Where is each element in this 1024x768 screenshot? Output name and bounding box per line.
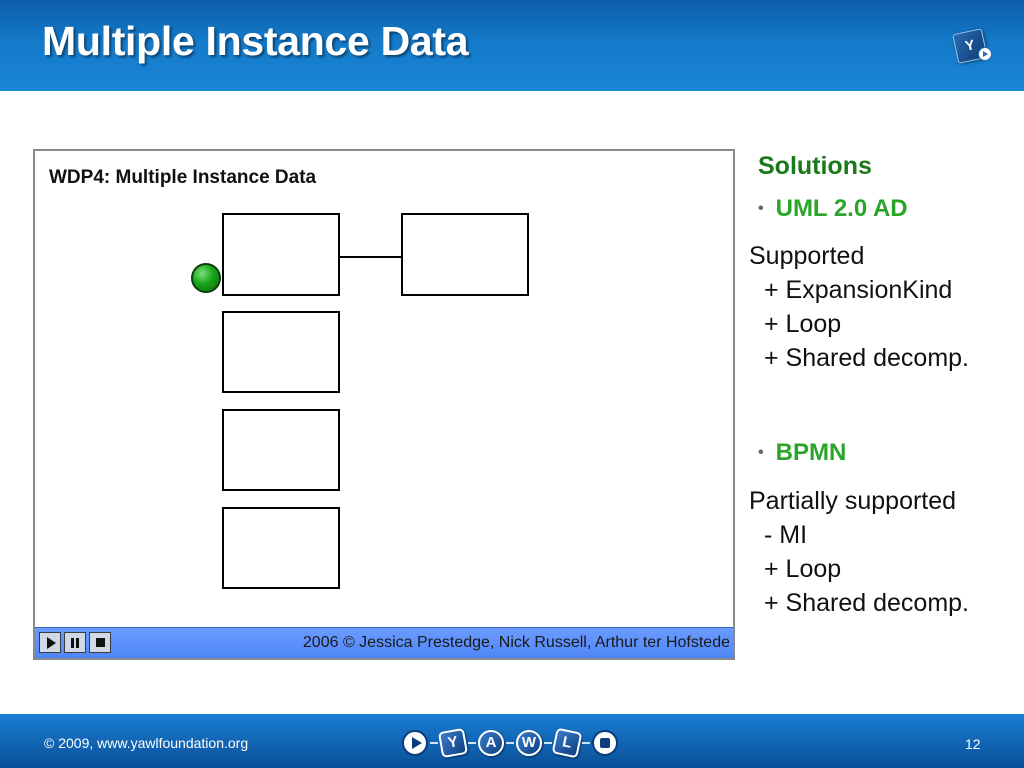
bpmn-item: + Loop	[764, 555, 842, 583]
task-connector	[340, 256, 403, 258]
nav-divider	[506, 742, 514, 744]
task-box-4	[222, 507, 340, 589]
slide-title: Multiple Instance Data	[42, 18, 469, 64]
animation-frame: WDP4: Multiple Instance Data 2006 © Jess…	[33, 149, 735, 660]
play-badge-icon	[978, 47, 993, 62]
pause-button[interactable]	[64, 632, 86, 653]
page-number: 12	[965, 736, 981, 752]
animation-credit: 2006 © Jessica Prestedge, Nick Russell, …	[302, 634, 730, 651]
animation-control-bar: 2006 © Jessica Prestedge, Nick Russell, …	[35, 627, 733, 658]
uml-status: Supported	[749, 242, 865, 270]
token-icon	[191, 263, 221, 293]
uml-label: UML 2.0 AD	[775, 195, 908, 222]
bpmn-label: BPMN	[775, 439, 847, 466]
yawl-logo-icon: Y	[952, 28, 993, 64]
uml-item: + Loop	[764, 310, 842, 338]
nav-divider	[430, 742, 438, 744]
task-box-target	[401, 213, 529, 296]
nav-y-tile[interactable]: Y	[437, 727, 469, 759]
nav-divider	[544, 742, 552, 744]
nav-w-tile[interactable]: W	[516, 730, 542, 756]
uml-item: + ExpansionKind	[764, 276, 953, 304]
play-button[interactable]	[39, 632, 61, 653]
bullet-dot-icon: •	[758, 200, 764, 217]
task-box-1	[222, 213, 340, 296]
nav-divider	[468, 742, 476, 744]
slide-navigation: Y A W L	[398, 727, 628, 761]
slide-header: Multiple Instance Data Y	[0, 0, 1024, 91]
bpmn-item: - MI	[764, 521, 808, 549]
bpmn-item: + Shared decomp.	[764, 589, 969, 617]
nav-stop-button[interactable]	[592, 730, 618, 756]
animation-title: WDP4: Multiple Instance Data	[49, 167, 317, 188]
nav-a-tile[interactable]: A	[478, 730, 504, 756]
task-box-3	[222, 409, 340, 491]
nav-play-button[interactable]	[402, 730, 428, 756]
bullet-dot-icon: •	[758, 444, 764, 461]
bpmn-status: Partially supported	[749, 487, 957, 515]
slide-footer: © 2009, www.yawlfoundation.org Y A W L 1…	[0, 714, 1024, 768]
bpmn-bullet: • BPMN	[758, 439, 846, 467]
uml-item: + Shared decomp.	[764, 344, 969, 372]
footer-copyright: © 2009, www.yawlfoundation.org	[44, 735, 249, 751]
nav-divider	[582, 742, 590, 744]
nav-l-tile[interactable]: L	[551, 727, 583, 759]
stop-button[interactable]	[89, 632, 111, 653]
task-box-2	[222, 311, 340, 393]
solutions-heading: Solutions	[758, 152, 872, 180]
uml-bullet: • UML 2.0 AD	[758, 195, 908, 223]
